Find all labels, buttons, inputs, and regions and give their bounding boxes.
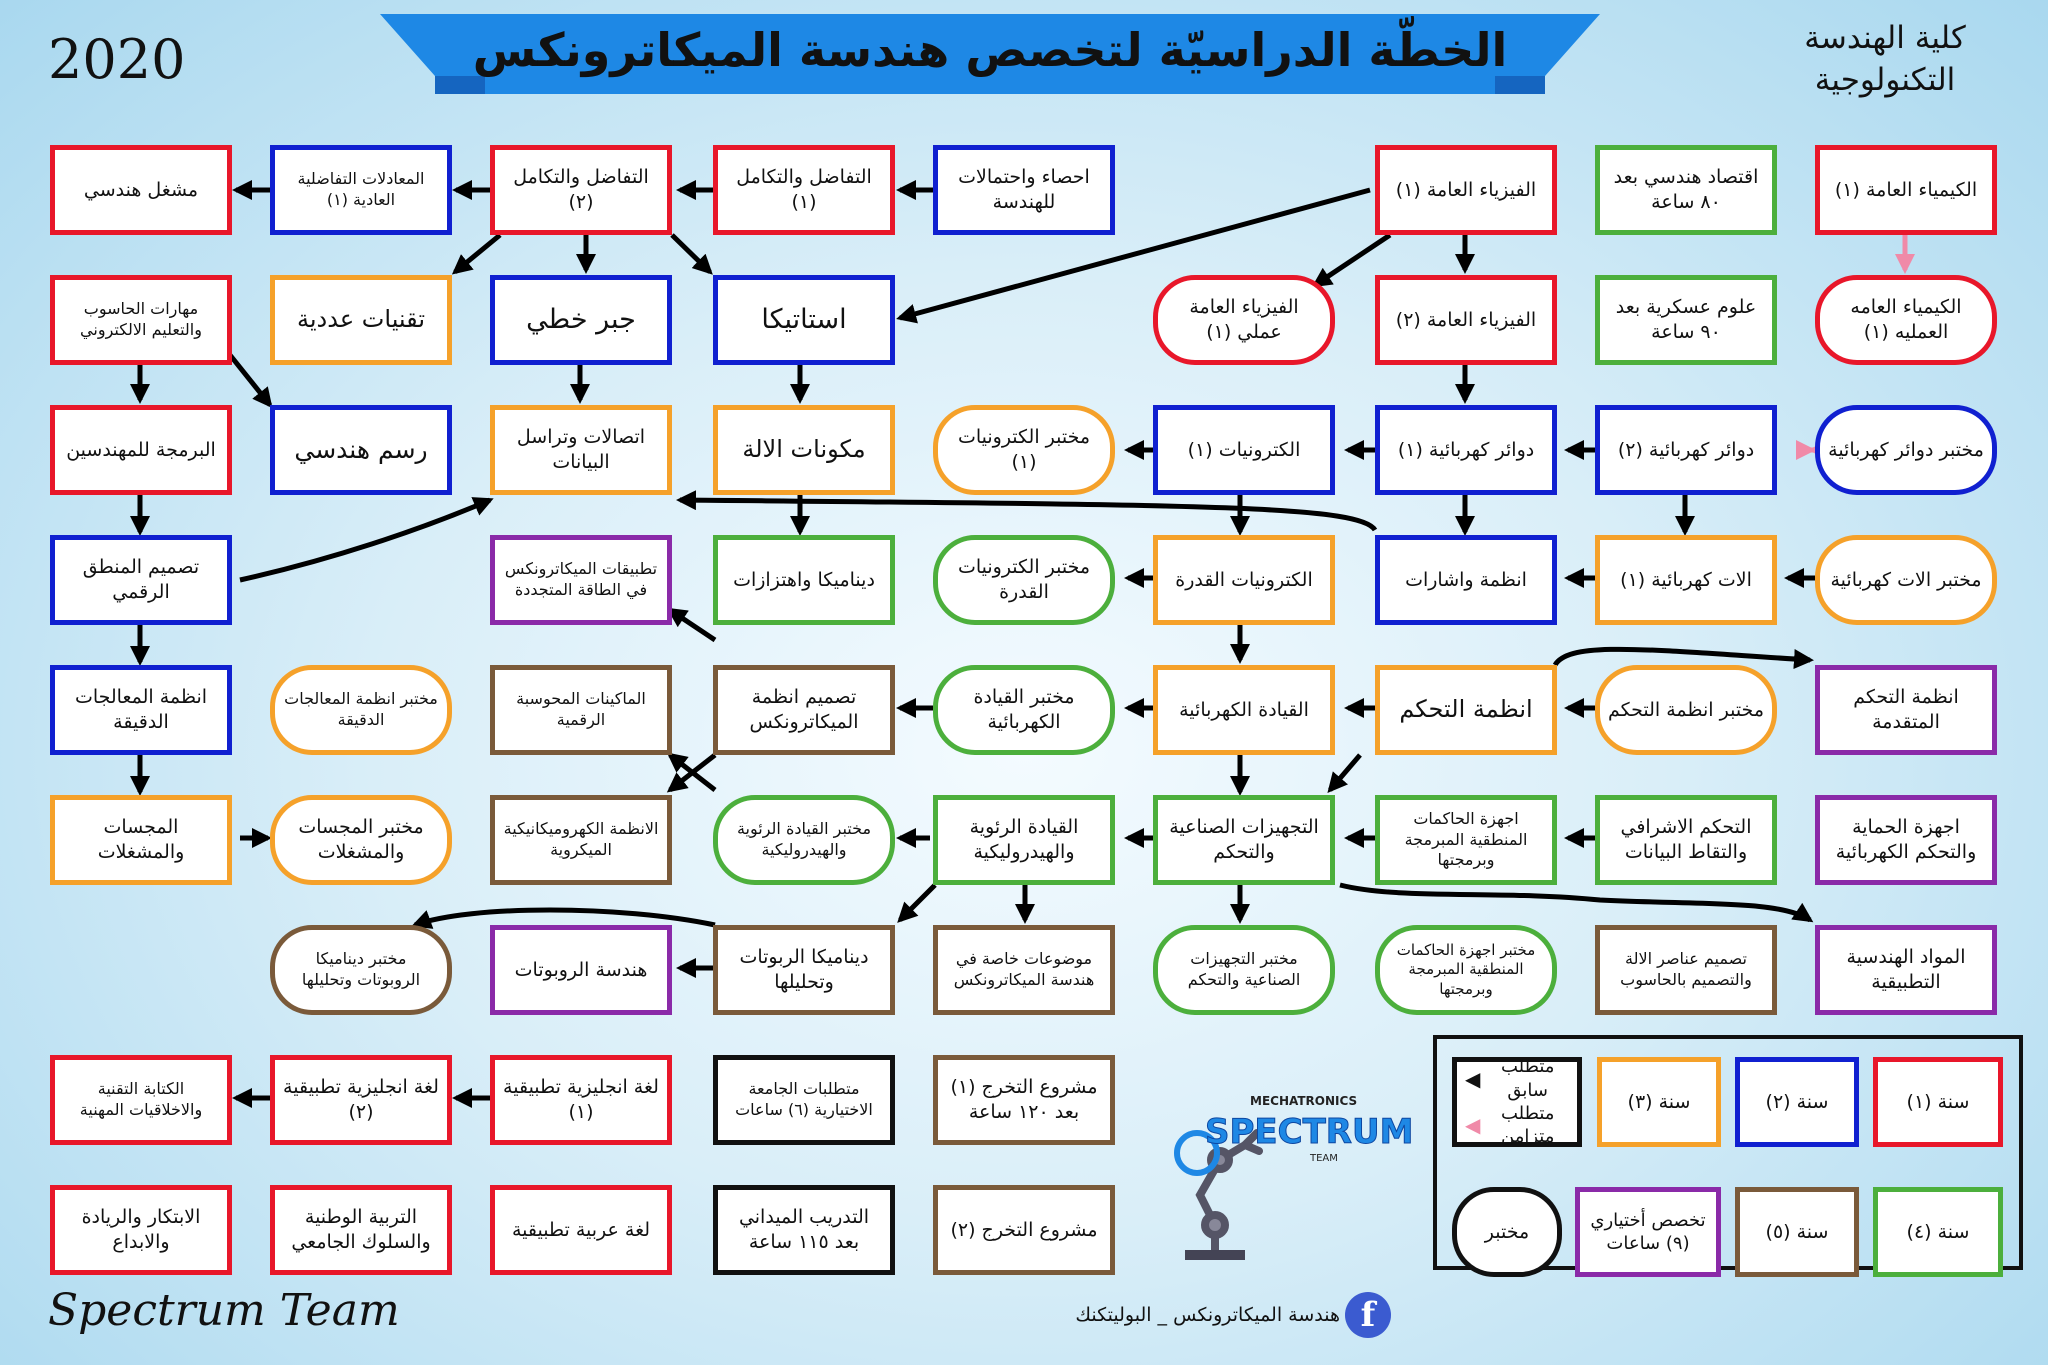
legend-year2-box: سنة (٢) [1735, 1057, 1859, 1147]
course-graduation-project-2[interactable]: مشروع التخرج (٢) [933, 1185, 1115, 1275]
page-title: الخطّة الدراسيّة لتخصص هندسة الميكاترونك… [472, 23, 1508, 77]
logo-bottom-text: TEAM [1309, 1153, 1338, 1164]
lab-electric-machines[interactable]: مختبر الات كهربائية [1815, 535, 1997, 625]
course-machine-design-cad[interactable]: تصميم عناصر الالة والتصميم بالحاسوب [1595, 925, 1777, 1015]
course-general-chemistry-1[interactable]: الكيمياء العامة (١) [1815, 145, 1997, 235]
course-calculus-2[interactable]: التفاضل والتكامل (٢) [490, 145, 672, 235]
course-protection-devices[interactable]: اجهزة الحماية والتحكم الكهربائية [1815, 795, 1997, 885]
course-general-physics-2[interactable]: الفيزياء العامة (٢) [1375, 275, 1557, 365]
spectrum-logo: MECHATRONICS SPECTRUM TEAM [1174, 1094, 1414, 1260]
logo-main-text: SPECTRUM [1205, 1112, 1413, 1152]
course-general-physics-1[interactable]: الفيزياء العامة (١) [1375, 145, 1557, 235]
course-programming[interactable]: البرمجة للمهندسين [50, 405, 232, 495]
course-sensors-actuators[interactable]: المجسات والمشغلات [50, 795, 232, 885]
course-numerical-techniques[interactable]: تقنيات عددية [270, 275, 452, 365]
lab-electric-circuits[interactable]: مختبر دوائر كهربائية [1815, 405, 1997, 495]
course-english-1[interactable]: لغة انجليزية تطبيقية (١) [490, 1055, 672, 1145]
course-industrial-equipment[interactable]: التجهيزات الصناعية والتحكم [1153, 795, 1335, 885]
lab-robot-dynamics[interactable]: مختبر ديناميكا الروبوتات وتحليلها [270, 925, 452, 1015]
lab-control-systems[interactable]: مختبر انظمة التحكم [1595, 665, 1777, 755]
course-engineering-economics[interactable]: اقتصاد هندسي بعد ٨٠ ساعة [1595, 145, 1777, 235]
legend-elective-box: تخصص أختياري (٩) ساعات [1575, 1187, 1721, 1277]
lab-power-electronics[interactable]: مختبر الكترونيات القدرة [933, 535, 1115, 625]
course-national-education[interactable]: التربية الوطنية والسلوك الجامعي [270, 1185, 452, 1275]
legend-year4-box: سنة (٤) [1873, 1187, 2003, 1277]
year-label: 2020 [48, 28, 186, 91]
course-mechatronics-design[interactable]: تصميم انظمة الميكاترونكس [713, 665, 895, 755]
course-statistics[interactable]: احصاء واحتمالات للهندسة [933, 145, 1115, 235]
course-graduation-project-1[interactable]: مشروع التخرج (١) بعد ١٢٠ ساعة [933, 1055, 1115, 1145]
course-power-electronics[interactable]: الكترونيات القدرة [1153, 535, 1335, 625]
pink-arrow-icon: ◀ [1465, 1113, 1481, 1138]
legend-lab-box: مختبر [1452, 1187, 1562, 1277]
legend-coreq-label: متطلب متزامن [1500, 1103, 1555, 1148]
lab-microprocessors[interactable]: مختبر انظمة المعالجات الدقيقة [270, 665, 452, 755]
course-advanced-control[interactable]: انظمة التحكم المتقدمة [1815, 665, 1997, 755]
course-calculus-1[interactable]: التفاضل والتكامل (١) [713, 145, 895, 235]
course-statics[interactable]: استاتيكا [713, 275, 895, 365]
course-microprocessors[interactable]: انظمة المعالجات الدقيقة [50, 665, 232, 755]
course-field-training[interactable]: التدريب الميداني بعد ١١٥ ساعة [713, 1185, 895, 1275]
legend-year1-box: سنة (١) [1873, 1057, 2003, 1147]
course-dynamics-vibrations[interactable]: ديناميكا واهتزازات [713, 535, 895, 625]
facebook-page-name[interactable]: هندسة الميكاترونكس _ البوليتكنك [1075, 1304, 1340, 1326]
course-special-topics[interactable]: موضوعات خاصة في هندسة الميكاترونكس [933, 925, 1115, 1015]
black-arrow-icon: ◀ [1465, 1066, 1481, 1091]
robot-arm-icon [1195, 1129, 1263, 1259]
legend-year5-box: سنة (٥) [1735, 1187, 1859, 1277]
course-pneumatic-hydraulic[interactable]: القيادة الرئوية والهيدروليكية [933, 795, 1115, 885]
course-technical-writing[interactable]: الكتابة التقنية والاخلاقيات المهنية [50, 1055, 232, 1145]
course-electric-circuits-2[interactable]: دوائر كهربائية (٢) [1595, 405, 1777, 495]
course-engineering-drawing[interactable]: رسم هندسي [270, 405, 452, 495]
facebook-icon[interactable]: f [1345, 1292, 1391, 1338]
course-arabic[interactable]: لغة عربية تطبيقية [490, 1185, 672, 1275]
course-machine-components[interactable]: مكونات الالة [713, 405, 895, 495]
lab-general-physics[interactable]: الفيزياء العامة عملي (١) [1153, 275, 1335, 365]
course-engineering-workshop[interactable]: مشغل هندسي [50, 145, 232, 235]
course-ode[interactable]: المعادلات التفاضلية العادية (١) [270, 145, 452, 235]
legend [1433, 1035, 2023, 1270]
logo-top-text: MECHATRONICS [1250, 1094, 1357, 1108]
lab-industrial-equipment[interactable]: مختبر التجهيزات الصناعية والتحكم [1153, 925, 1335, 1015]
course-university-electives[interactable]: متطلبات الجامعة الاختيارية (٦) ساعات [713, 1055, 895, 1145]
legend-arrow-key: متطلب سابق ◀ متطلب متزامن ◀ [1452, 1056, 1582, 1148]
lab-general-chemistry[interactable]: الكيمياء العامه العمليه (١) [1815, 275, 1997, 365]
course-renewable-applications[interactable]: تطبيقات الميكاترونكس في الطاقة المتجددة [490, 535, 672, 625]
course-plc[interactable]: اجهزة الحاكمات المنطقية المبرمجة وبرمجته… [1375, 795, 1557, 885]
lab-electric-drives[interactable]: مختبر القيادة الكهربائية [933, 665, 1115, 755]
course-electric-machines-1[interactable]: الات كهربائية (١) [1595, 535, 1777, 625]
college-name: كلية الهندسة التكنولوجية [1804, 20, 1966, 98]
course-signals-systems[interactable]: انظمة واشارات [1375, 535, 1557, 625]
course-english-2[interactable]: لغة انجليزية تطبيقية (٢) [270, 1055, 452, 1145]
course-robot-dynamics[interactable]: ديناميكا الربوتات وتحليلها [713, 925, 895, 1015]
course-scada[interactable]: التحكم الاشرافي والتقاط البيانات [1595, 795, 1777, 885]
course-electric-drives[interactable]: القيادة الكهربائية [1153, 665, 1335, 755]
legend-year3-box: سنة (٣) [1597, 1057, 1721, 1147]
course-electric-circuits-1[interactable]: دوائر كهربائية (١) [1375, 405, 1557, 495]
course-military-science[interactable]: علوم عسكرية بعد ٩٠ ساعة [1595, 275, 1777, 365]
course-control-systems[interactable]: انظمة التحكم [1375, 665, 1557, 755]
course-computer-skills[interactable]: مهارات الحاسوب والتعليم الالكتروني [50, 275, 232, 365]
course-cnc-machines[interactable]: الماكينات المحوسبة الرقمية [490, 665, 672, 755]
course-applied-materials[interactable]: المواد الهندسية التطبيقية [1815, 925, 1997, 1015]
course-electronics-1[interactable]: الكترونيات (١) [1153, 405, 1335, 495]
course-digital-logic[interactable]: تصميم المنطق الرقمي [50, 535, 232, 625]
course-robotics[interactable]: هندسة الروبوتات [490, 925, 672, 1015]
lab-plc[interactable]: مختبر اجهزة الحاكمات المنطقية المبرمجة و… [1375, 925, 1557, 1015]
legend-prereq-label: متطلب سابق [1500, 1056, 1555, 1101]
lab-electronics[interactable]: مختبر الكترونيات (١) [933, 405, 1115, 495]
team-signature: Spectrum Team [48, 1285, 400, 1336]
course-innovation[interactable]: الابتكار والريادة والابداع [50, 1185, 232, 1275]
title-banner [380, 14, 1600, 94]
course-linear-algebra[interactable]: جبر خطي [490, 275, 672, 365]
course-data-communication[interactable]: اتصالات وتراسل البيانات [490, 405, 672, 495]
lab-pneumatic-hydraulic[interactable]: مختبر القيادة الرئوية والهيدروليكية [713, 795, 895, 885]
lab-sensors-actuators[interactable]: مختبر المجسات والمشغلات [270, 795, 452, 885]
course-mems[interactable]: الانظمة الكهروميكانيكية الميكروية [490, 795, 672, 885]
